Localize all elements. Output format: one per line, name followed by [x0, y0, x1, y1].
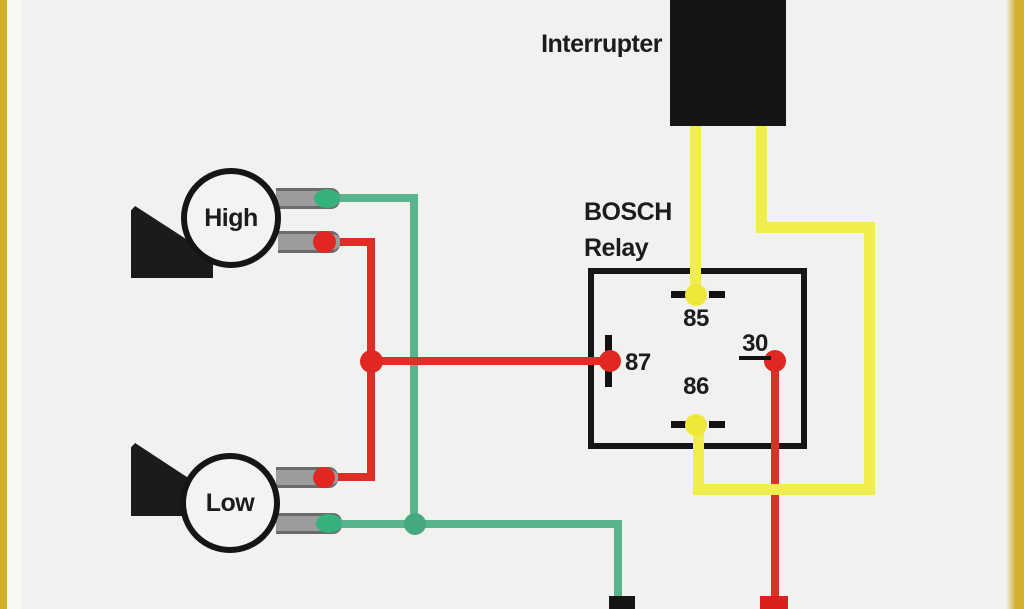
relay-name-line1: BOSCH: [584, 198, 672, 226]
green-wire-high-horizontal: [330, 194, 418, 202]
yellow-wire-bottom-horizontal: [693, 484, 875, 495]
red-junction-dot: [360, 350, 383, 373]
interrupter-box: [670, 0, 786, 126]
terminal-87-top-tick: [605, 335, 612, 351]
right-frame-border: [1006, 0, 1024, 609]
terminal-87-bottom-tick: [605, 371, 612, 387]
yellow-wire-to-86: [693, 425, 704, 495]
terminal-87-label: 87: [625, 349, 651, 376]
yellow-wire-interrupter-leg2: [756, 126, 767, 233]
left-frame-border: [0, 0, 7, 609]
terminal-85-dot: [685, 284, 707, 306]
power-terminal-block: [760, 596, 788, 609]
terminal-85-label: 85: [683, 305, 709, 332]
terminal-85-right-tick: [709, 291, 725, 298]
terminal-30-dot: [764, 350, 786, 372]
yellow-wire-top-jog: [756, 222, 875, 233]
left-frame-halo: [7, 0, 21, 609]
low-horn-red-terminal: [313, 467, 335, 488]
yellow-wire-interrupter-to-85: [690, 126, 701, 296]
relay-name-line2: Relay: [584, 234, 649, 262]
terminal-87-dot: [599, 350, 621, 372]
terminal-86-dot: [685, 414, 707, 436]
red-wire-high-horizontal: [327, 238, 375, 246]
red-wire-to-87: [367, 357, 612, 365]
terminal-30-underline: [739, 356, 771, 360]
red-wire-from-30: [771, 357, 779, 603]
high-horn-label: High: [204, 203, 258, 232]
interrupter-label: Interrupter: [541, 30, 662, 58]
high-horn-red-terminal: [313, 231, 336, 253]
terminal-86-right-tick: [709, 421, 725, 428]
green-wire-low-horizontal: [334, 520, 622, 528]
green-wire-ground-drop: [614, 520, 622, 600]
low-horn-label: Low: [205, 488, 255, 517]
terminal-30-label: 30: [742, 330, 768, 357]
low-horn-icon: Low: [180, 453, 280, 553]
terminal-86-left-tick: [671, 421, 687, 428]
terminal-86-label: 86: [683, 373, 709, 400]
high-horn-icon: High: [181, 168, 281, 268]
ground-terminal-block: [609, 596, 635, 609]
green-junction-dot: [404, 513, 426, 535]
yellow-wire-right-vertical: [864, 222, 875, 495]
high-horn-green-terminal: [314, 189, 340, 208]
red-wire-low-horizontal: [331, 473, 375, 481]
terminal-85-left-tick: [671, 291, 687, 298]
low-horn-green-terminal: [316, 514, 342, 533]
